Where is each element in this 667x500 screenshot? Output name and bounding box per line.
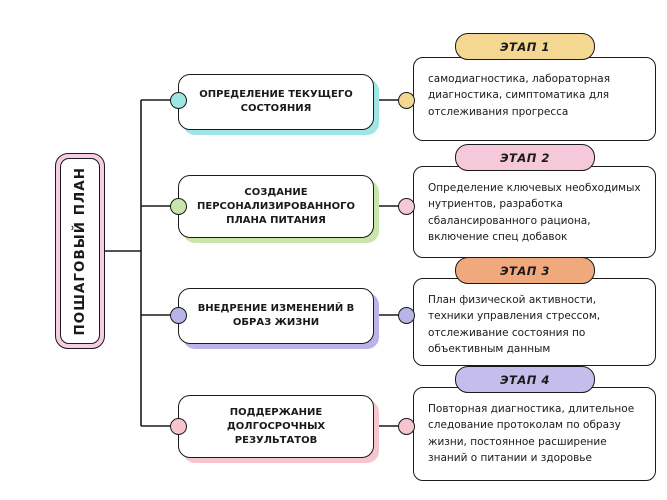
- stage-1-title-box: ОПРЕДЕЛЕНИЕ ТЕКУЩЕГО СОСТОЯНИЯ: [178, 74, 374, 130]
- stage-2-badge: ЭТАП 2: [455, 144, 595, 171]
- stage-3-title: ВНЕДРЕНИЕ ИЗМЕНЕНИЙ В ОБРАЗ ЖИЗНИ: [197, 303, 355, 328]
- stage-1-description: самодиагностика, лабораторная диагностик…: [428, 73, 611, 118]
- stage-1-title: ОПРЕДЕЛЕНИЕ ТЕКУЩЕГО СОСТОЯНИЯ: [199, 89, 353, 114]
- root-node-inner: ПОШАГОВЫЙ ПЛАН: [60, 158, 100, 344]
- stage-3-badge: ЭТАП 3: [455, 257, 595, 284]
- stage-1-mid-connector-dot: [398, 92, 415, 109]
- stage-4-description: Повторная диагностика, длительное следов…: [428, 403, 635, 464]
- stage-2-mid-connector-dot: [398, 198, 415, 215]
- stage-4-badge: ЭТАП 4: [455, 366, 595, 393]
- stage-1-left-connector-dot: [170, 92, 187, 109]
- stage-3-left-connector-dot: [170, 307, 187, 324]
- stage-2-title: СОЗДАНИЕ ПЕРСОНАЛИЗИРОВАННОГО ПЛАНА ПИТА…: [197, 186, 355, 226]
- stage-2-description-box: Определение ключевых необходимых нутриен…: [413, 166, 656, 258]
- stage-3-description-box: План физической активности, техники упра…: [413, 278, 656, 366]
- stage-4-description-box: Повторная диагностика, длительное следов…: [413, 387, 656, 481]
- stage-2-left-connector-dot: [170, 198, 187, 215]
- root-node-label: ПОШАГОВЫЙ ПЛАН: [72, 166, 88, 336]
- stage-1-badge: ЭТАП 1: [455, 33, 595, 60]
- stage-2-title-box: СОЗДАНИЕ ПЕРСОНАЛИЗИРОВАННОГО ПЛАНА ПИТА…: [178, 175, 374, 238]
- stage-4-title-box: ПОДДЕРЖАНИЕ ДОЛГОСРОЧНЫХ РЕЗУЛЬТАТОВ: [178, 395, 374, 458]
- root-node: ПОШАГОВЫЙ ПЛАН: [55, 153, 105, 349]
- stage-4-mid-connector-dot: [398, 418, 415, 435]
- stage-3-description: План физической активности, техники упра…: [428, 294, 601, 355]
- stage-1-description-box: самодиагностика, лабораторная диагностик…: [413, 57, 656, 141]
- stage-3-mid-connector-dot: [398, 307, 415, 324]
- stage-4-title: ПОДДЕРЖАНИЕ ДОЛГОСРОЧНЫХ РЕЗУЛЬТАТОВ: [226, 406, 326, 446]
- stage-3-title-box: ВНЕДРЕНИЕ ИЗМЕНЕНИЙ В ОБРАЗ ЖИЗНИ: [178, 288, 374, 344]
- stage-4-left-connector-dot: [170, 418, 187, 435]
- stage-2-description: Определение ключевых необходимых нутриен…: [428, 182, 641, 243]
